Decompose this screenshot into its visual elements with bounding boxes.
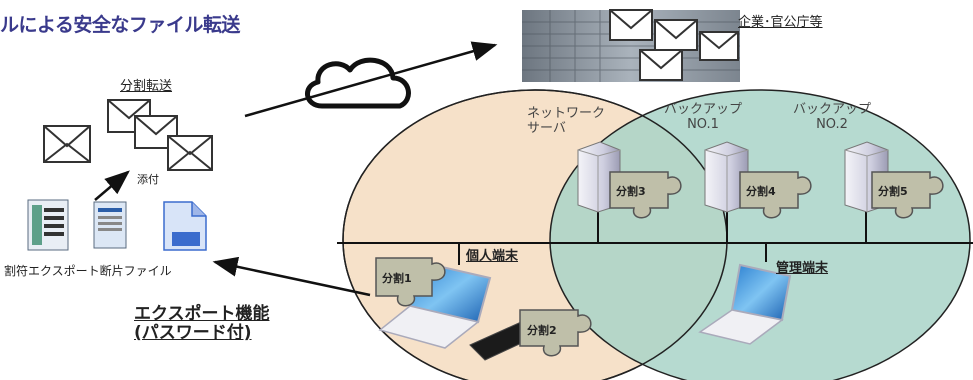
backup1-number: NO.1 [687, 117, 719, 132]
envelope-icon [609, 9, 739, 81]
export-password-label: (パスワード付) [134, 323, 252, 343]
backup2-number: NO.2 [816, 117, 848, 132]
puzzle-label-1: 分割1 [382, 272, 412, 285]
puzzle-label-4: 分割4 [746, 185, 776, 198]
attach-arrow [94, 170, 130, 201]
backup1-label: バックアップ [663, 102, 742, 117]
network-server-label-2: サーバ [527, 121, 566, 136]
puzzle-label-5: 分割5 [878, 185, 908, 198]
puzzle-label-2: 分割2 [527, 324, 557, 337]
laptop-icon [698, 263, 792, 345]
document-icon [163, 201, 207, 251]
admin-terminal-label: 管理端末 [776, 261, 829, 276]
transfer-arrow [244, 41, 498, 118]
puzzle-piece-icon [375, 171, 944, 357]
document-icon [93, 201, 127, 249]
puzzle-label-3: 分割3 [616, 185, 646, 198]
personal-terminal-label: 個人端末 [466, 249, 519, 264]
document-icon [27, 199, 69, 251]
export-function-label: エクスポート機能 [134, 304, 270, 324]
attachment-label: 添付 [137, 173, 159, 186]
page-title: ルによる安全なファイル転送 [0, 14, 240, 36]
network-server-label: ネットワーク [527, 106, 606, 121]
envelope-icon [43, 99, 213, 171]
export-arrow [212, 256, 371, 297]
enterprise-label: 企業･官公庁等 [738, 15, 823, 30]
backup2-label: バックアップ [792, 102, 871, 117]
fragment-file-label: 割符エクスポート断片ファイル [4, 264, 172, 278]
split-transfer-label: 分割転送 [120, 79, 173, 94]
server-icon [704, 141, 749, 213]
